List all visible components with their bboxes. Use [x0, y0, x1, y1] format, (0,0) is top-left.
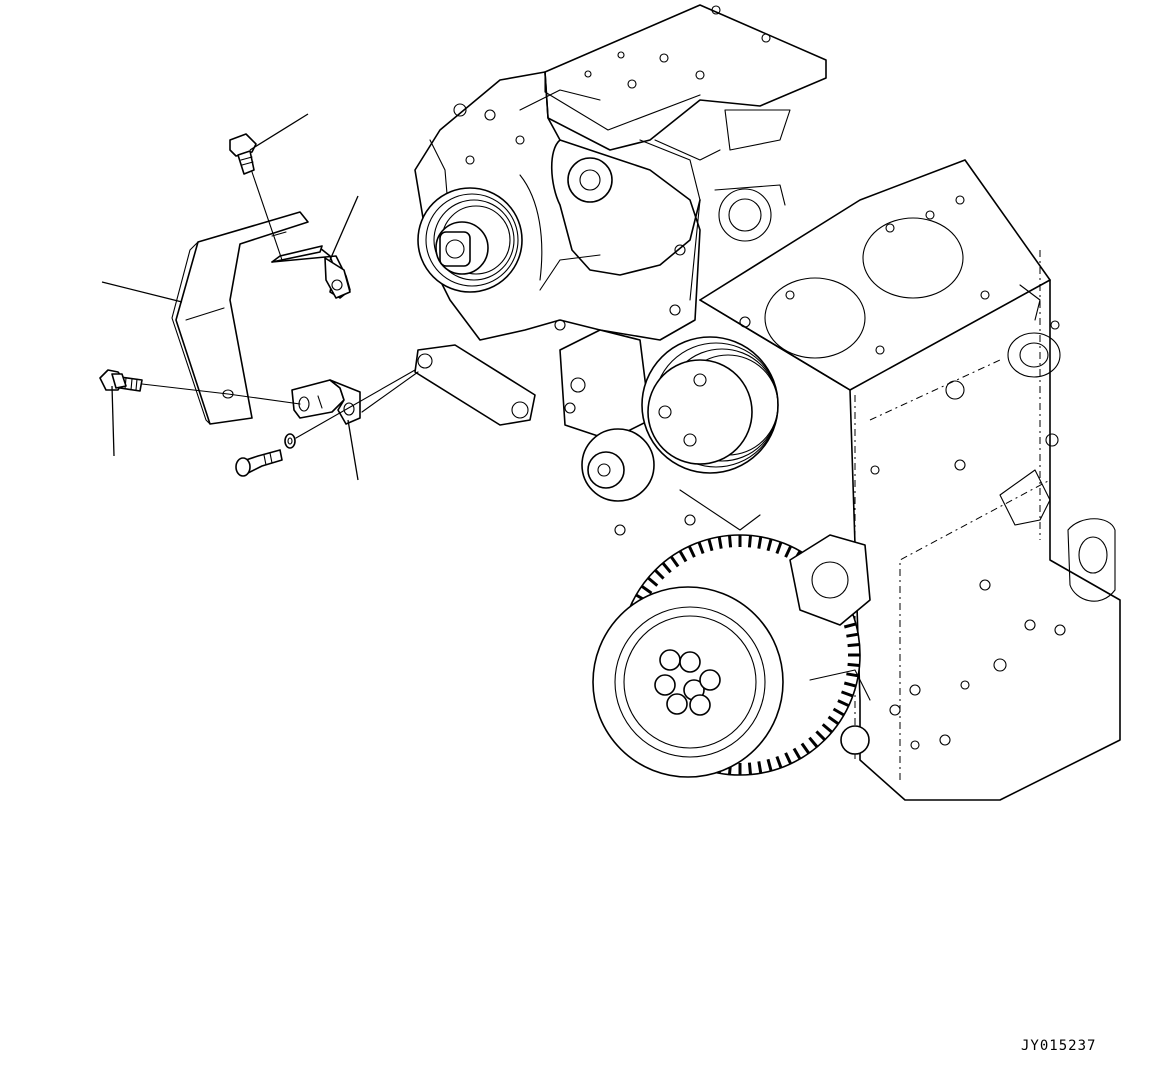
exploded-parts	[99, 133, 419, 477]
gear-tooth	[821, 723, 833, 734]
crankshaft-damper	[592, 534, 871, 778]
gear-tooth	[757, 761, 763, 774]
leader-lower-bolt	[111, 385, 115, 457]
gear-tooth	[784, 752, 793, 765]
gear-tooth	[843, 622, 857, 629]
leader-upper-bracket	[329, 195, 359, 261]
gear-tooth	[747, 762, 752, 775]
engine-assembly	[414, 4, 1121, 801]
gear-tooth	[766, 538, 773, 552]
gear-tooth	[728, 535, 733, 548]
gear-tooth	[697, 541, 705, 555]
gear-tooth	[747, 535, 752, 548]
gear-tooth	[832, 707, 845, 717]
gear-tooth	[640, 584, 653, 595]
gear-tooth	[815, 730, 826, 741]
gear-tooth	[808, 736, 819, 748]
upper-flange-bolt	[229, 133, 257, 175]
gear-tooth	[654, 569, 665, 580]
gear-tooth	[757, 536, 763, 549]
drawing-code-label: JY015237	[1021, 1038, 1097, 1054]
engine-cylinder-block	[699, 159, 1121, 801]
gear-tooth	[846, 632, 859, 638]
damper-bolts	[654, 649, 721, 716]
gear-tooth	[840, 690, 854, 698]
gear-tooth	[847, 662, 860, 667]
gear-tooth	[707, 538, 714, 552]
belt-tensioner-arm	[414, 344, 536, 426]
gear-tooth	[775, 755, 783, 769]
lower-side-bolt	[99, 369, 143, 392]
leader-upper-bolt	[249, 113, 309, 151]
gear-tooth	[766, 758, 773, 772]
gear-tooth	[647, 576, 659, 587]
gear-tooth	[687, 545, 696, 558]
main-support-bracket	[171, 211, 309, 425]
gear-tooth	[846, 672, 859, 678]
water-pump	[559, 329, 779, 536]
alternator-pulley	[417, 187, 523, 293]
gear-tooth	[843, 681, 857, 688]
lower-bracket-bolt	[235, 449, 283, 477]
leader-lower-bracket	[347, 419, 359, 481]
upper-bracket	[271, 245, 351, 299]
callout-leaders	[101, 113, 359, 481]
gear-tooth	[827, 715, 840, 726]
gear-tooth	[678, 550, 688, 563]
washer	[284, 433, 296, 449]
engine-top-mount	[544, 4, 827, 161]
gear-tooth	[775, 541, 783, 555]
gear-tooth	[717, 536, 723, 549]
gear-tooth	[837, 699, 850, 708]
leader-main-bracket	[101, 281, 183, 303]
gear-tooth	[661, 562, 672, 574]
gear-tooth	[669, 555, 680, 568]
assembly-center-lines	[141, 171, 419, 439]
gear-tooth	[800, 742, 811, 755]
gear-tooth	[784, 545, 793, 558]
gear-tooth	[792, 747, 802, 760]
lower-bracket	[291, 379, 361, 425]
gear-tooth	[847, 643, 860, 648]
